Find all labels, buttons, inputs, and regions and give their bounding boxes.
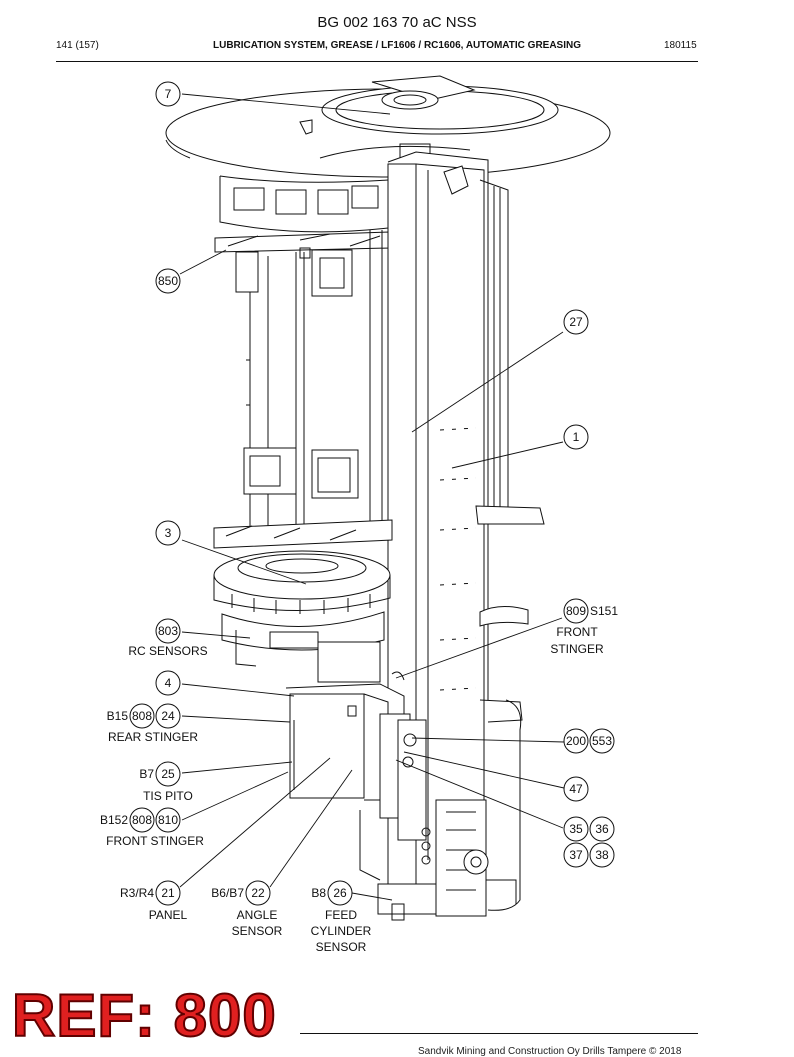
document-code: 180115: [664, 40, 697, 51]
label-b6b7: B6/B7: [211, 886, 244, 900]
rod-carousel-top: [214, 175, 391, 297]
callout-803: 803: [158, 624, 178, 638]
callout-4: 4: [165, 676, 172, 690]
label-rc-sensors: RC SENSORS: [128, 644, 207, 658]
callout-35: 35: [569, 822, 583, 836]
label-cylinder-sensor: SENSOR: [316, 940, 367, 954]
callout-22: 22: [251, 886, 265, 900]
label-angle-sensor: SENSOR: [232, 924, 283, 938]
label-feed: FEED: [325, 908, 357, 922]
callout-25: 25: [161, 767, 175, 781]
callout-numbers: 7 850 27 1 3 809 803 4 808 24 200 553 25…: [132, 87, 612, 900]
callout-1: 1: [573, 430, 580, 444]
label-tis-pito: TIS PITO: [143, 789, 193, 803]
ref-stamp: REF: 800: [11, 982, 277, 1049]
callout-26: 26: [333, 886, 347, 900]
label-front: FRONT: [556, 625, 598, 639]
label-rear-stinger: REAR STINGER: [108, 730, 198, 744]
label-b15: B15: [107, 709, 129, 723]
callout-810: 810: [158, 813, 178, 827]
label-stinger: STINGER: [550, 642, 604, 656]
callout-808-front: 808: [132, 813, 152, 827]
document-title: BG 002 163 70 aC NSS: [317, 14, 477, 31]
top-disc-plate: [165, 75, 611, 178]
footer-copyright: Sandvik Mining and Construction Oy Drill…: [418, 1046, 682, 1057]
page-number: 141 (157): [56, 40, 99, 51]
footer-rule: [300, 1033, 698, 1034]
label-b7: B7: [139, 767, 154, 781]
callout-27: 27: [569, 315, 583, 329]
label-s151: S151: [590, 604, 618, 618]
rod-carousel-body: [243, 230, 383, 540]
leader-lines: [179, 93, 565, 901]
label-b152: B152: [100, 813, 128, 827]
callout-850: 850: [158, 274, 178, 288]
label-b8: B8: [311, 886, 326, 900]
label-cylinder: CYLINDER: [311, 924, 372, 938]
callout-36: 36: [595, 822, 609, 836]
callout-circles: [129, 81, 615, 906]
label-front-stinger: FRONT STINGER: [106, 834, 204, 848]
label-angle: ANGLE: [237, 908, 278, 922]
callout-24: 24: [161, 709, 175, 723]
callout-200: 200: [566, 734, 586, 748]
callout-809: 809: [566, 604, 586, 618]
callout-808-rear: 808: [132, 709, 152, 723]
callout-38: 38: [595, 848, 609, 862]
label-panel: PANEL: [149, 908, 188, 922]
callout-47: 47: [569, 782, 583, 796]
callout-7: 7: [165, 87, 172, 101]
lower-carousel: [213, 519, 393, 683]
callout-37: 37: [569, 848, 583, 862]
callout-3: 3: [165, 526, 172, 540]
part-labels: S151 FRONT STINGER RC SENSORS B15 REAR S…: [100, 604, 618, 954]
header-rule: [56, 61, 698, 62]
callout-553: 553: [592, 734, 612, 748]
cradle-panel: [285, 671, 427, 841]
callout-21: 21: [161, 886, 175, 900]
label-r3r4: R3/R4: [120, 886, 154, 900]
section-title: LUBRICATION SYSTEM, GREASE / LF1606 / RC…: [212, 40, 582, 51]
